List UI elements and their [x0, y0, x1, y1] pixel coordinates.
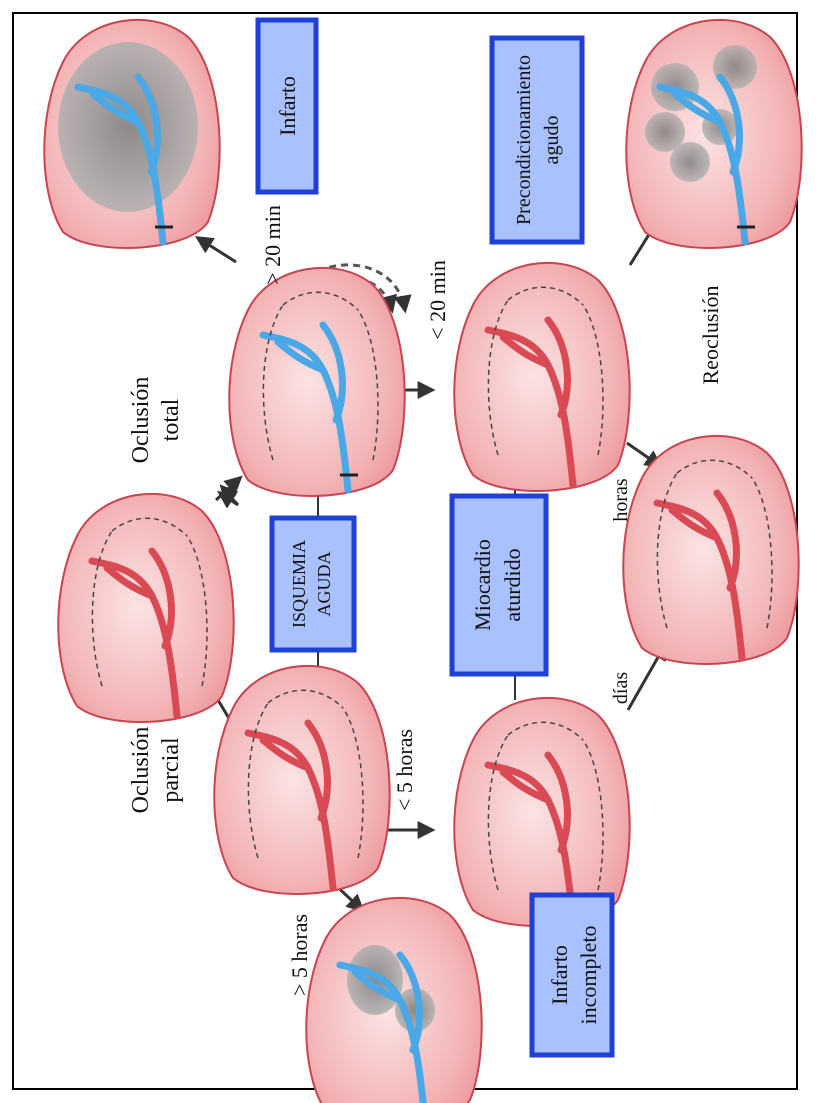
box-infarto: Infarto: [258, 20, 316, 192]
box-infarto-incompleto: Infarto incompleto: [532, 895, 612, 1055]
svg-text:AGUDA: AGUDA: [314, 552, 334, 617]
heart-infarct: [44, 20, 219, 248]
heart-preconditioning: [626, 20, 801, 248]
label-horas: horas: [610, 478, 632, 522]
box-precondicionamiento: Precondicionamiento agudo: [492, 38, 582, 242]
heart-partial-occlusion: [214, 666, 389, 894]
label-oclusion-total-2: total: [158, 398, 184, 441]
svg-text:aturdido: aturdido: [500, 548, 525, 621]
box-miocardio: Miocardio aturdido: [452, 496, 546, 674]
label-dias: días: [610, 672, 632, 704]
heart-reocclusion: [623, 436, 798, 664]
svg-text:incompleto: incompleto: [576, 926, 601, 1025]
heart-normal: [58, 494, 233, 722]
svg-text:Infarto: Infarto: [275, 76, 300, 136]
label-lt5horas: < 5 horas: [392, 729, 417, 811]
label-reoclusion: Reoclusión: [698, 286, 723, 385]
label-gt5horas: > 5 horas: [287, 914, 312, 996]
label-oclusion-parcial: Oclusión: [128, 727, 154, 814]
svg-text:Miocardio: Miocardio: [470, 539, 495, 631]
heart-incomplete-infarct: [306, 898, 481, 1103]
svg-text:agudo: agudo: [541, 116, 563, 165]
heart-total-occlusion: [229, 268, 404, 496]
label-lt20min: < 20 min: [425, 260, 450, 340]
svg-text:Precondicionamiento: Precondicionamiento: [513, 55, 535, 225]
heart-stunned-top: [454, 263, 629, 491]
label-oclusion-total: Oclusión: [128, 377, 154, 464]
box-isquemia: ISQUEMIA AGUDA: [272, 518, 354, 650]
svg-text:Infarto: Infarto: [547, 945, 572, 1005]
svg-text:ISQUEMIA: ISQUEMIA: [289, 540, 309, 628]
heart-stunned-bottom: [454, 698, 629, 926]
label-oclusion-parcial-2: parcial: [158, 737, 184, 803]
label-gt20min: > 20 min: [260, 205, 285, 285]
